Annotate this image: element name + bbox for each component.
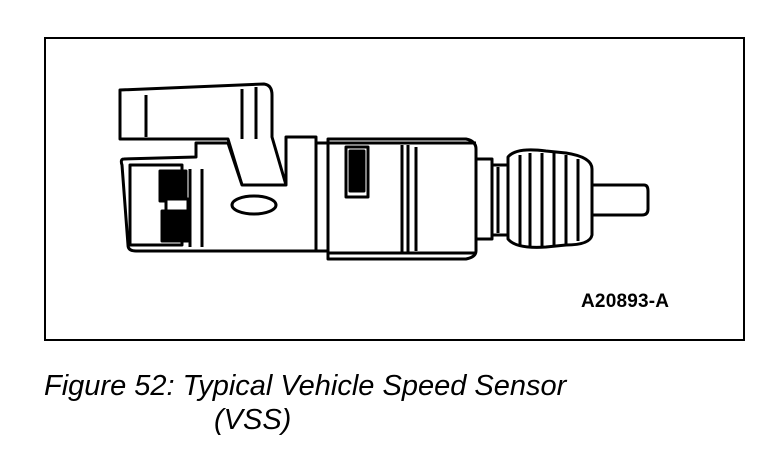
- figure-id-label: A20893-A: [581, 291, 670, 312]
- figure-frame: A20893-A: [44, 37, 745, 341]
- caption-line-1: Figure 52: Typical Vehicle Speed Sensor: [44, 370, 567, 402]
- output-pin: [590, 183, 650, 217]
- caption-line-2: (VSS): [214, 404, 292, 436]
- vss-illustration: [118, 82, 650, 261]
- sensor-shaft: [474, 157, 494, 241]
- figure-caption: Figure 52: Typical Vehicle Speed Sensor …: [44, 369, 744, 437]
- sensor-housing: [314, 141, 330, 253]
- oval-marking: [230, 194, 278, 216]
